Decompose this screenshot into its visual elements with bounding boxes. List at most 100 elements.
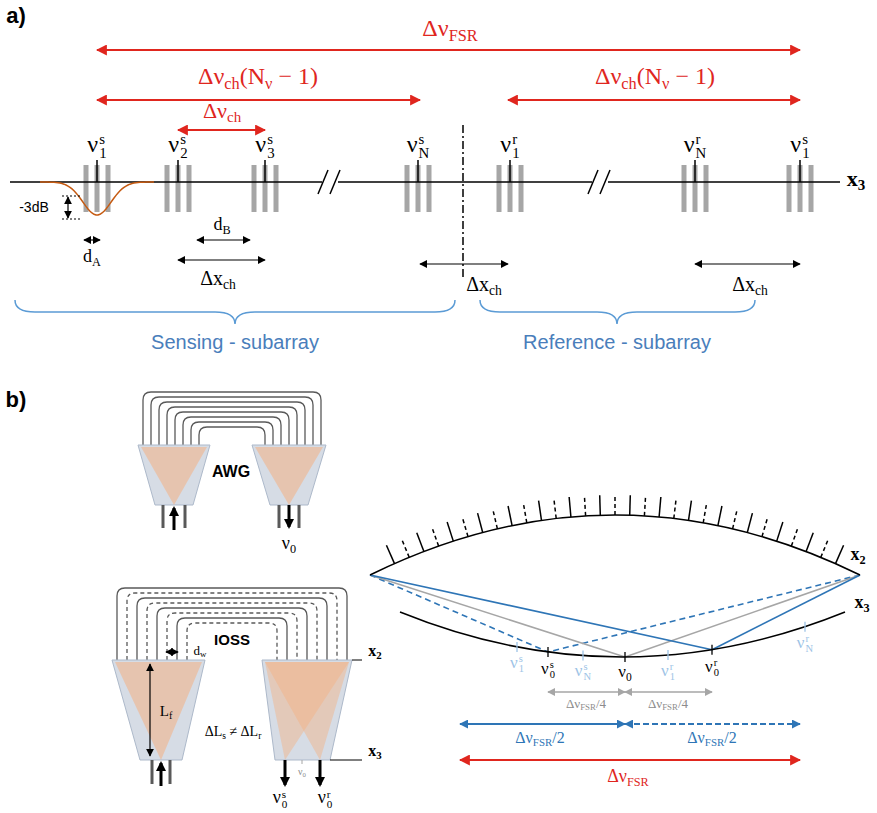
span-label: Δνch(Nν − 1)	[198, 63, 318, 93]
channel-frequency: νNs	[407, 131, 430, 161]
axis-tick	[694, 160, 696, 182]
waveguide-stub	[508, 506, 512, 526]
frequency-tick	[624, 652, 625, 662]
text-part: FSR	[580, 702, 596, 712]
text-part: 0	[327, 799, 333, 810]
waveguide-stub	[386, 545, 394, 563]
frequency-arrows	[97, 50, 800, 130]
waveguide-stub	[599, 495, 601, 515]
text-part: ν	[407, 131, 418, 157]
text-part: -3dB	[19, 199, 49, 215]
channel-spacing-label: Δνch	[203, 99, 241, 126]
fsr-label: ΔνFSR	[422, 15, 477, 45]
channel-frequency: νNr	[684, 131, 707, 161]
waveguide-stub	[493, 509, 498, 528]
channel-bar	[274, 165, 279, 212]
index-stack: 1s	[802, 133, 809, 161]
text-part: ν	[662, 74, 669, 93]
waveguide-stub	[569, 497, 571, 517]
channel-frequency: ν2s	[168, 131, 187, 161]
text-part: ν	[705, 657, 713, 676]
text-part: ch	[224, 74, 239, 93]
text-part: ch	[223, 277, 236, 292]
text-part: N	[696, 147, 707, 161]
channel-bar	[682, 165, 687, 212]
text-part: 2	[376, 649, 381, 661]
channel-bar	[187, 165, 192, 212]
text-part: s	[99, 133, 106, 147]
waveguide	[167, 613, 297, 660]
waveguide-stub	[629, 495, 631, 515]
plane-label: x3	[368, 742, 381, 762]
channel-bars	[84, 165, 814, 212]
index-stack: 1s	[99, 133, 106, 161]
waveguide-stub	[747, 513, 752, 532]
dimension-label: dw	[194, 644, 207, 660]
text-part: d	[83, 246, 92, 266]
channel-bar	[497, 165, 502, 212]
text-part: d	[194, 643, 201, 658]
waveguide	[177, 618, 287, 660]
text-part: r	[258, 731, 261, 741]
waveguide-stub	[554, 499, 556, 519]
text-part: 3	[863, 601, 869, 615]
text-part: ch	[755, 283, 768, 298]
waveguide-stub	[432, 527, 439, 546]
channel-bar	[787, 165, 792, 212]
axis-tick	[177, 160, 179, 182]
index-stack: 0r	[714, 658, 719, 678]
channel-frequency: ν1r	[500, 131, 519, 161]
text-part: s	[584, 662, 592, 672]
text-part: ν	[618, 662, 626, 681]
waveguide-stub	[478, 513, 483, 532]
awg-couplers	[138, 445, 326, 505]
device-label: AWG	[212, 463, 250, 481]
axis-tick	[264, 160, 266, 182]
x3-arc	[400, 612, 845, 657]
frequency-tick	[804, 622, 805, 632]
x3-axis	[10, 170, 840, 194]
text-part: ν	[684, 131, 695, 157]
text-part: ch	[621, 74, 636, 93]
index-stack: 0s	[550, 660, 555, 680]
text-part: N	[419, 147, 430, 161]
text-part: s	[419, 133, 430, 147]
text-part: s	[267, 133, 274, 147]
dimension-label: dB	[213, 215, 230, 237]
text-part: 1	[512, 147, 519, 161]
text-part: ν	[255, 131, 266, 157]
axis-ticks	[97, 160, 800, 182]
waveguide-stub	[689, 501, 692, 521]
waveguide-stub	[614, 495, 616, 515]
text-part: 3	[858, 177, 865, 193]
waveguide	[191, 422, 273, 445]
quarter-fsr-label: ΔνFSR/4	[648, 697, 688, 713]
text-part: Δν	[515, 729, 533, 746]
text-part: Reference - subarray	[523, 331, 711, 353]
text-part: ν	[797, 633, 805, 652]
text-part: 0	[714, 668, 719, 678]
text-part: (N	[637, 63, 662, 89]
waveguide	[147, 603, 317, 660]
center-frequency: ν0	[618, 663, 631, 684]
channel-bar	[809, 165, 814, 212]
waveguide	[143, 392, 321, 445]
output-frequency: ν0s	[273, 789, 288, 810]
text-part: ν	[661, 661, 669, 680]
text-part: FSR	[705, 736, 724, 748]
text-part: ν	[298, 766, 303, 777]
text-part: r	[696, 133, 707, 147]
index-stack: 0r	[327, 789, 333, 810]
channel-frequency: νNr	[797, 634, 813, 654]
text-part: 0	[626, 671, 632, 684]
text-part: 0	[303, 771, 306, 778]
channel-bar	[427, 165, 432, 212]
text-part: B	[222, 223, 230, 237]
x2-arc	[370, 515, 860, 575]
waveguide-stub	[806, 533, 813, 552]
text-part: ν	[500, 131, 511, 157]
text-part: 1	[99, 147, 106, 161]
quarter-fsr-label: ΔνFSR/4	[566, 697, 606, 713]
